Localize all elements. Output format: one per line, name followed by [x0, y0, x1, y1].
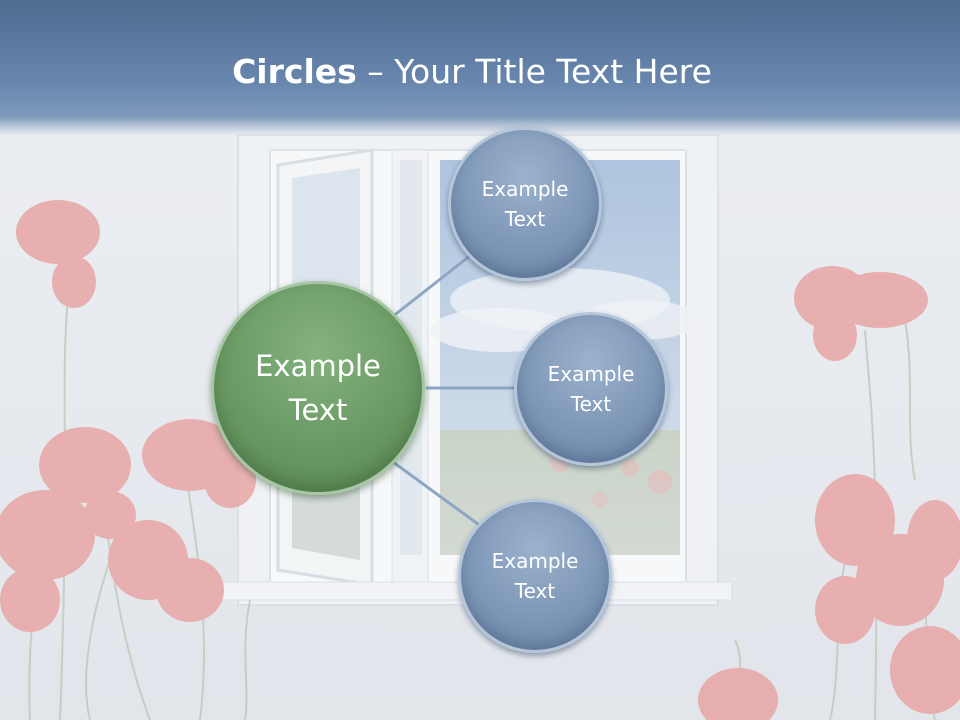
poppies-right [698, 266, 960, 720]
header-band [0, 0, 960, 135]
node-circle-middle[interactable]: Example Text [514, 312, 668, 466]
center-circle-line2: Text [288, 393, 348, 427]
node-bottom-line2: Text [514, 579, 556, 603]
title-rest: – Your Title Text Here [356, 52, 712, 91]
node-top-line2: Text [504, 207, 546, 231]
node-circle-top[interactable]: Example Text [448, 127, 602, 281]
title-bold: Circles [232, 52, 357, 91]
center-circle-line1: Example [255, 349, 381, 383]
node-middle-line2: Text [570, 392, 612, 416]
connector-line-bottom [392, 460, 483, 529]
node-middle-line1: Example [547, 362, 635, 386]
node-bottom-line1: Example [491, 549, 579, 573]
poppies-left [0, 200, 256, 720]
slide-title[interactable]: Circles – Your Title Text Here [0, 52, 944, 91]
node-top-line1: Example [481, 177, 569, 201]
connector-line-top [391, 253, 472, 319]
center-circle[interactable]: Example Text [211, 281, 425, 495]
node-circle-bottom[interactable]: Example Text [458, 499, 612, 653]
